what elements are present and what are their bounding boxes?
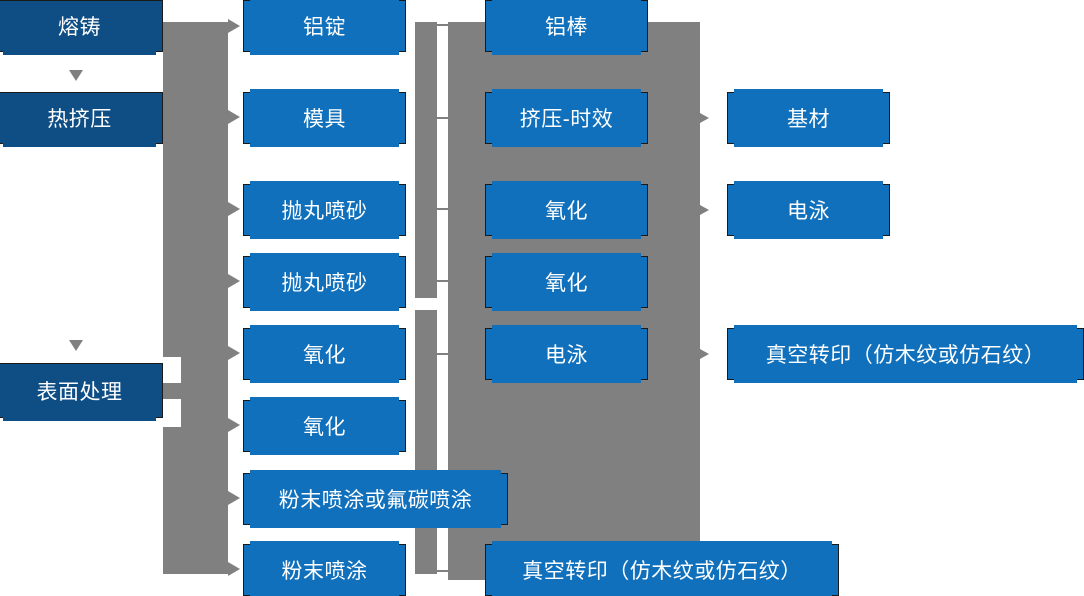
- process-label: 模具: [303, 108, 346, 131]
- arrow-to-c2-6: [228, 418, 240, 432]
- stem-riser-3: [437, 208, 450, 210]
- process-box-mold[interactable]: 模具: [243, 89, 406, 147]
- stage-label: 热挤压: [47, 108, 112, 131]
- output-label: 基材: [787, 108, 830, 131]
- process-box-aluminum-ingot[interactable]: 铝锭: [243, 0, 406, 55]
- arrow-to-c2-3: [228, 202, 240, 216]
- arrow-down-melt-to-extrude: [69, 70, 83, 81]
- process-box-oxidation-c3-2[interactable]: 氧化: [485, 253, 648, 311]
- process-label: 抛丸喷砂: [281, 200, 368, 223]
- process-box-vacuum-transfer-c3[interactable]: 真空转印（仿木纹或仿石纹）: [485, 541, 839, 596]
- process-box-powder-or-fluorocarbon-coating[interactable]: 粉末喷涂或氟碳喷涂: [243, 470, 508, 528]
- process-label: 电泳: [545, 344, 588, 367]
- arrow-to-c2-8: [228, 562, 240, 576]
- process-box-electrophoresis-c3[interactable]: 电泳: [485, 325, 648, 383]
- process-label: 真空转印（仿木纹或仿石纹）: [522, 560, 802, 583]
- process-label: 氧化: [303, 416, 346, 439]
- stem-riser-1: [437, 24, 450, 26]
- arrow-to-c2-7: [228, 491, 240, 505]
- process-box-shot-blasting-1[interactable]: 抛丸喷砂: [243, 181, 406, 239]
- arrow-to-c4-1: [700, 113, 709, 123]
- process-label: 氧化: [545, 200, 588, 223]
- process-box-powder-coating[interactable]: 粉末喷涂: [243, 541, 406, 596]
- arrow-to-c2-5: [228, 346, 240, 360]
- connector-notch-white: [163, 357, 181, 383]
- process-label: 粉末喷涂: [281, 560, 368, 583]
- stage-box-melt-casting[interactable]: 熔铸: [0, 0, 163, 55]
- arrow-to-c4-3: [700, 349, 709, 359]
- output-box-vacuum-transfer[interactable]: 真空转印（仿木纹或仿石纹）: [727, 325, 1084, 383]
- process-label: 粉末喷涂或氟碳喷涂: [278, 489, 473, 512]
- stage-label: 表面处理: [36, 380, 123, 404]
- process-label: 挤压-时效: [519, 108, 614, 131]
- process-box-oxidation-c2-2[interactable]: 氧化: [243, 397, 406, 455]
- connector-stem-surface-treatment: [163, 383, 183, 385]
- stage-box-surface-treatment[interactable]: 表面处理: [0, 363, 163, 421]
- output-label: 电泳: [787, 200, 830, 223]
- stem-riser-2: [437, 117, 450, 119]
- stem-riser-4: [437, 280, 450, 282]
- output-box-substrate[interactable]: 基材: [727, 89, 890, 147]
- process-label: 铝锭: [303, 16, 346, 39]
- process-box-shot-blasting-2[interactable]: 抛丸喷砂: [243, 253, 406, 311]
- process-label: 铝棒: [545, 16, 588, 39]
- process-label: 氧化: [545, 272, 588, 295]
- stem-riser-6: [437, 570, 450, 572]
- stage-box-hot-extrusion[interactable]: 热挤压: [0, 92, 163, 147]
- process-box-oxidation-c2-1[interactable]: 氧化: [243, 325, 406, 383]
- arrow-to-c4-2: [700, 205, 709, 215]
- process-box-aluminum-rod[interactable]: 铝棒: [485, 0, 648, 55]
- output-label: 真空转印（仿木纹或仿石纹）: [765, 344, 1046, 367]
- arrow-down-extrude-to-surface: [69, 340, 83, 351]
- arrow-to-c2-2: [228, 110, 240, 124]
- connector-riser-gap: [415, 298, 437, 310]
- process-label: 抛丸喷砂: [281, 272, 368, 295]
- process-label: 氧化: [303, 344, 346, 367]
- output-box-electrophoresis[interactable]: 电泳: [727, 181, 890, 239]
- process-box-oxidation-c3-1[interactable]: 氧化: [485, 181, 648, 239]
- stage-label: 熔铸: [58, 16, 101, 39]
- arrow-to-c2-4: [228, 274, 240, 288]
- connector-notch-white-2: [163, 399, 181, 427]
- connector-band-stage-to-column-two: [163, 22, 228, 574]
- arrow-to-c2-1: [228, 19, 240, 33]
- stem-riser-5: [437, 353, 450, 355]
- process-box-extrusion-aging[interactable]: 挤压-时效: [485, 89, 648, 147]
